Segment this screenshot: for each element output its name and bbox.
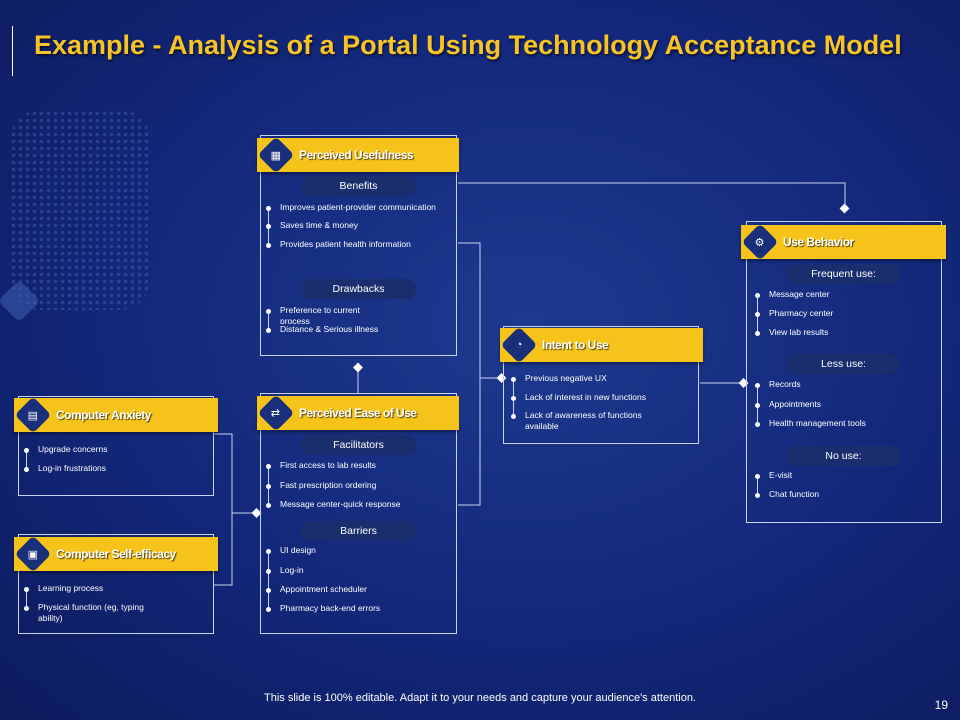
self-efficacy-rail bbox=[26, 589, 27, 608]
list-item: E-visit bbox=[755, 470, 935, 489]
list-item: Improves patient-provider communication bbox=[266, 202, 451, 222]
list-item: View lab results bbox=[755, 327, 935, 338]
perceived-ease-title: Perceived Ease of Use bbox=[299, 406, 417, 420]
title-divider bbox=[12, 26, 13, 76]
intent-to-use-title: Intent to Use bbox=[542, 338, 609, 352]
computer-self-efficacy-title: Computer Self-efficacy bbox=[56, 547, 176, 561]
footer-note: This slide is 100% editable. Adapt it to… bbox=[264, 692, 696, 704]
no-use-rail bbox=[757, 476, 758, 495]
no-use-list: E-visit Chat function bbox=[755, 470, 935, 500]
list-item: Message center-quick response bbox=[266, 499, 451, 510]
facilitators-list: First access to lab results Fast prescri… bbox=[266, 460, 451, 510]
computer-anxiety-header: ▤ Computer Anxiety bbox=[14, 396, 218, 434]
list-item: Lack of interest in new functions bbox=[511, 392, 671, 410]
usefulness-icon: ▦ bbox=[257, 136, 295, 174]
list-item: Health management tools bbox=[755, 418, 935, 429]
computer-self-efficacy-box bbox=[18, 534, 214, 634]
page-number: 19 bbox=[934, 698, 948, 712]
connector-usefulness-to-behavior bbox=[458, 182, 846, 208]
benefits-list: Improves patient-provider communication … bbox=[266, 202, 451, 250]
list-item: Message center bbox=[755, 289, 935, 308]
anxiety-rail bbox=[26, 450, 27, 469]
list-item: Previous negative UX bbox=[511, 373, 671, 392]
list-item: Pharmacy center bbox=[755, 308, 935, 327]
list-item: Fast prescription ordering bbox=[266, 480, 451, 499]
list-item: Log-in frustrations bbox=[24, 463, 204, 474]
computer-anxiety-title: Computer Anxiety bbox=[56, 408, 151, 422]
intent-to-use-header: ◔ Intent to Use bbox=[500, 326, 703, 364]
list-item: Log-in bbox=[266, 565, 451, 584]
list-item: Chat function bbox=[755, 489, 935, 500]
list-item: Preference to current process bbox=[266, 305, 386, 324]
decorative-dot-grid bbox=[10, 110, 150, 310]
drawbacks-list: Preference to current process Distance &… bbox=[266, 305, 386, 335]
list-item: Appointments bbox=[755, 399, 935, 418]
barriers-list: UI design Log-in Appointment scheduler P… bbox=[266, 545, 451, 614]
facilitators-pill: Facilitators bbox=[301, 435, 416, 455]
use-behavior-title: Use Behavior bbox=[783, 235, 854, 249]
barriers-pill: Barriers bbox=[301, 521, 416, 541]
use-behavior-box bbox=[746, 221, 942, 523]
list-item: Saves time & money bbox=[266, 220, 451, 239]
perceived-usefulness-title: Perceived Usefulness bbox=[299, 148, 414, 162]
ease-of-use-icon: ⇄ bbox=[257, 394, 295, 432]
less-use-pill: Less use: bbox=[786, 354, 901, 374]
connector-node bbox=[738, 378, 749, 388]
list-item: Records bbox=[755, 379, 935, 399]
list-item: Lack of awareness of functions available bbox=[511, 410, 671, 432]
no-use-pill: No use: bbox=[786, 446, 901, 466]
computer-anxiety-box bbox=[18, 396, 214, 496]
list-item: Physical function (eg, typing ability) bbox=[24, 602, 164, 624]
list-item: Upgrade concerns bbox=[24, 444, 204, 463]
list-item: Provides patient health information bbox=[266, 239, 451, 250]
intent-list: Previous negative UX Lack of interest in… bbox=[511, 373, 671, 432]
behavior-icon: ⚙ bbox=[741, 223, 779, 261]
connector-usefulness-to-intent bbox=[458, 242, 500, 379]
list-item: First access to lab results bbox=[266, 460, 451, 480]
list-item: Learning process bbox=[24, 583, 164, 602]
page-title: Example - Analysis of a Portal Using Tec… bbox=[34, 30, 902, 60]
perceived-ease-header: ⇄ Perceived Ease of Use bbox=[257, 394, 459, 432]
drawbacks-rail bbox=[268, 310, 269, 330]
connector-node bbox=[251, 508, 262, 518]
intent-to-use-box bbox=[503, 326, 699, 444]
drawbacks-pill: Drawbacks bbox=[301, 279, 416, 299]
use-behavior-header: ⚙ Use Behavior bbox=[741, 223, 946, 261]
frequent-list: Message center Pharmacy center View lab … bbox=[755, 289, 935, 338]
computer-self-efficacy-header: ▣ Computer Self-efficacy bbox=[14, 535, 218, 573]
list-item: Distance & Serious illness bbox=[266, 324, 386, 335]
connector-node bbox=[353, 362, 363, 373]
list-item: Appointment scheduler bbox=[266, 584, 451, 603]
anxiety-list: Upgrade concerns Log-in frustrations bbox=[24, 444, 204, 474]
less-list: Records Appointments Health management t… bbox=[755, 379, 935, 429]
perceived-ease-box bbox=[260, 393, 457, 634]
connector-ease-to-intent bbox=[458, 378, 481, 506]
benefits-pill: Benefits bbox=[301, 176, 416, 196]
barriers-rail bbox=[268, 551, 269, 609]
list-item: Pharmacy back-end errors bbox=[266, 603, 451, 614]
self-efficacy-icon: ▣ bbox=[14, 535, 52, 573]
list-item: UI design bbox=[266, 545, 451, 565]
connector-node bbox=[839, 203, 850, 214]
intent-icon: ◔ bbox=[500, 326, 538, 364]
frequent-use-pill: Frequent use: bbox=[786, 264, 901, 284]
anxiety-icon: ▤ bbox=[14, 396, 52, 434]
perceived-usefulness-box bbox=[260, 135, 457, 356]
perceived-usefulness-header: ▦ Perceived Usefulness bbox=[257, 136, 459, 174]
connector-anxiety-to-ease bbox=[214, 433, 233, 586]
self-efficacy-list: Learning process Physical function (eg, … bbox=[24, 583, 164, 624]
